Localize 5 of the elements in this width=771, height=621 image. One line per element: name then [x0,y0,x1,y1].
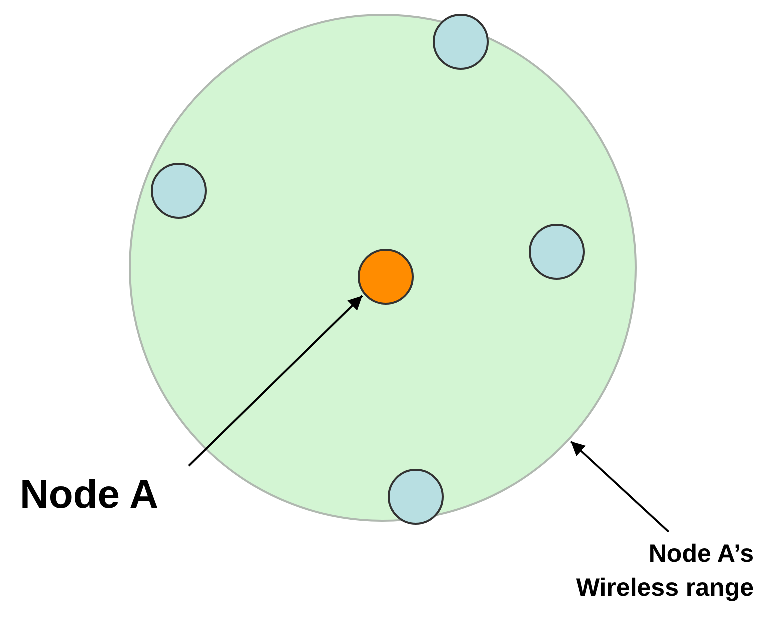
leader-arrow [188,295,364,467]
leader-arrow [570,440,670,533]
node-label: Node A [20,468,196,522]
node-circle [388,469,444,525]
range-label: Node A’s Wireless range [556,538,754,608]
